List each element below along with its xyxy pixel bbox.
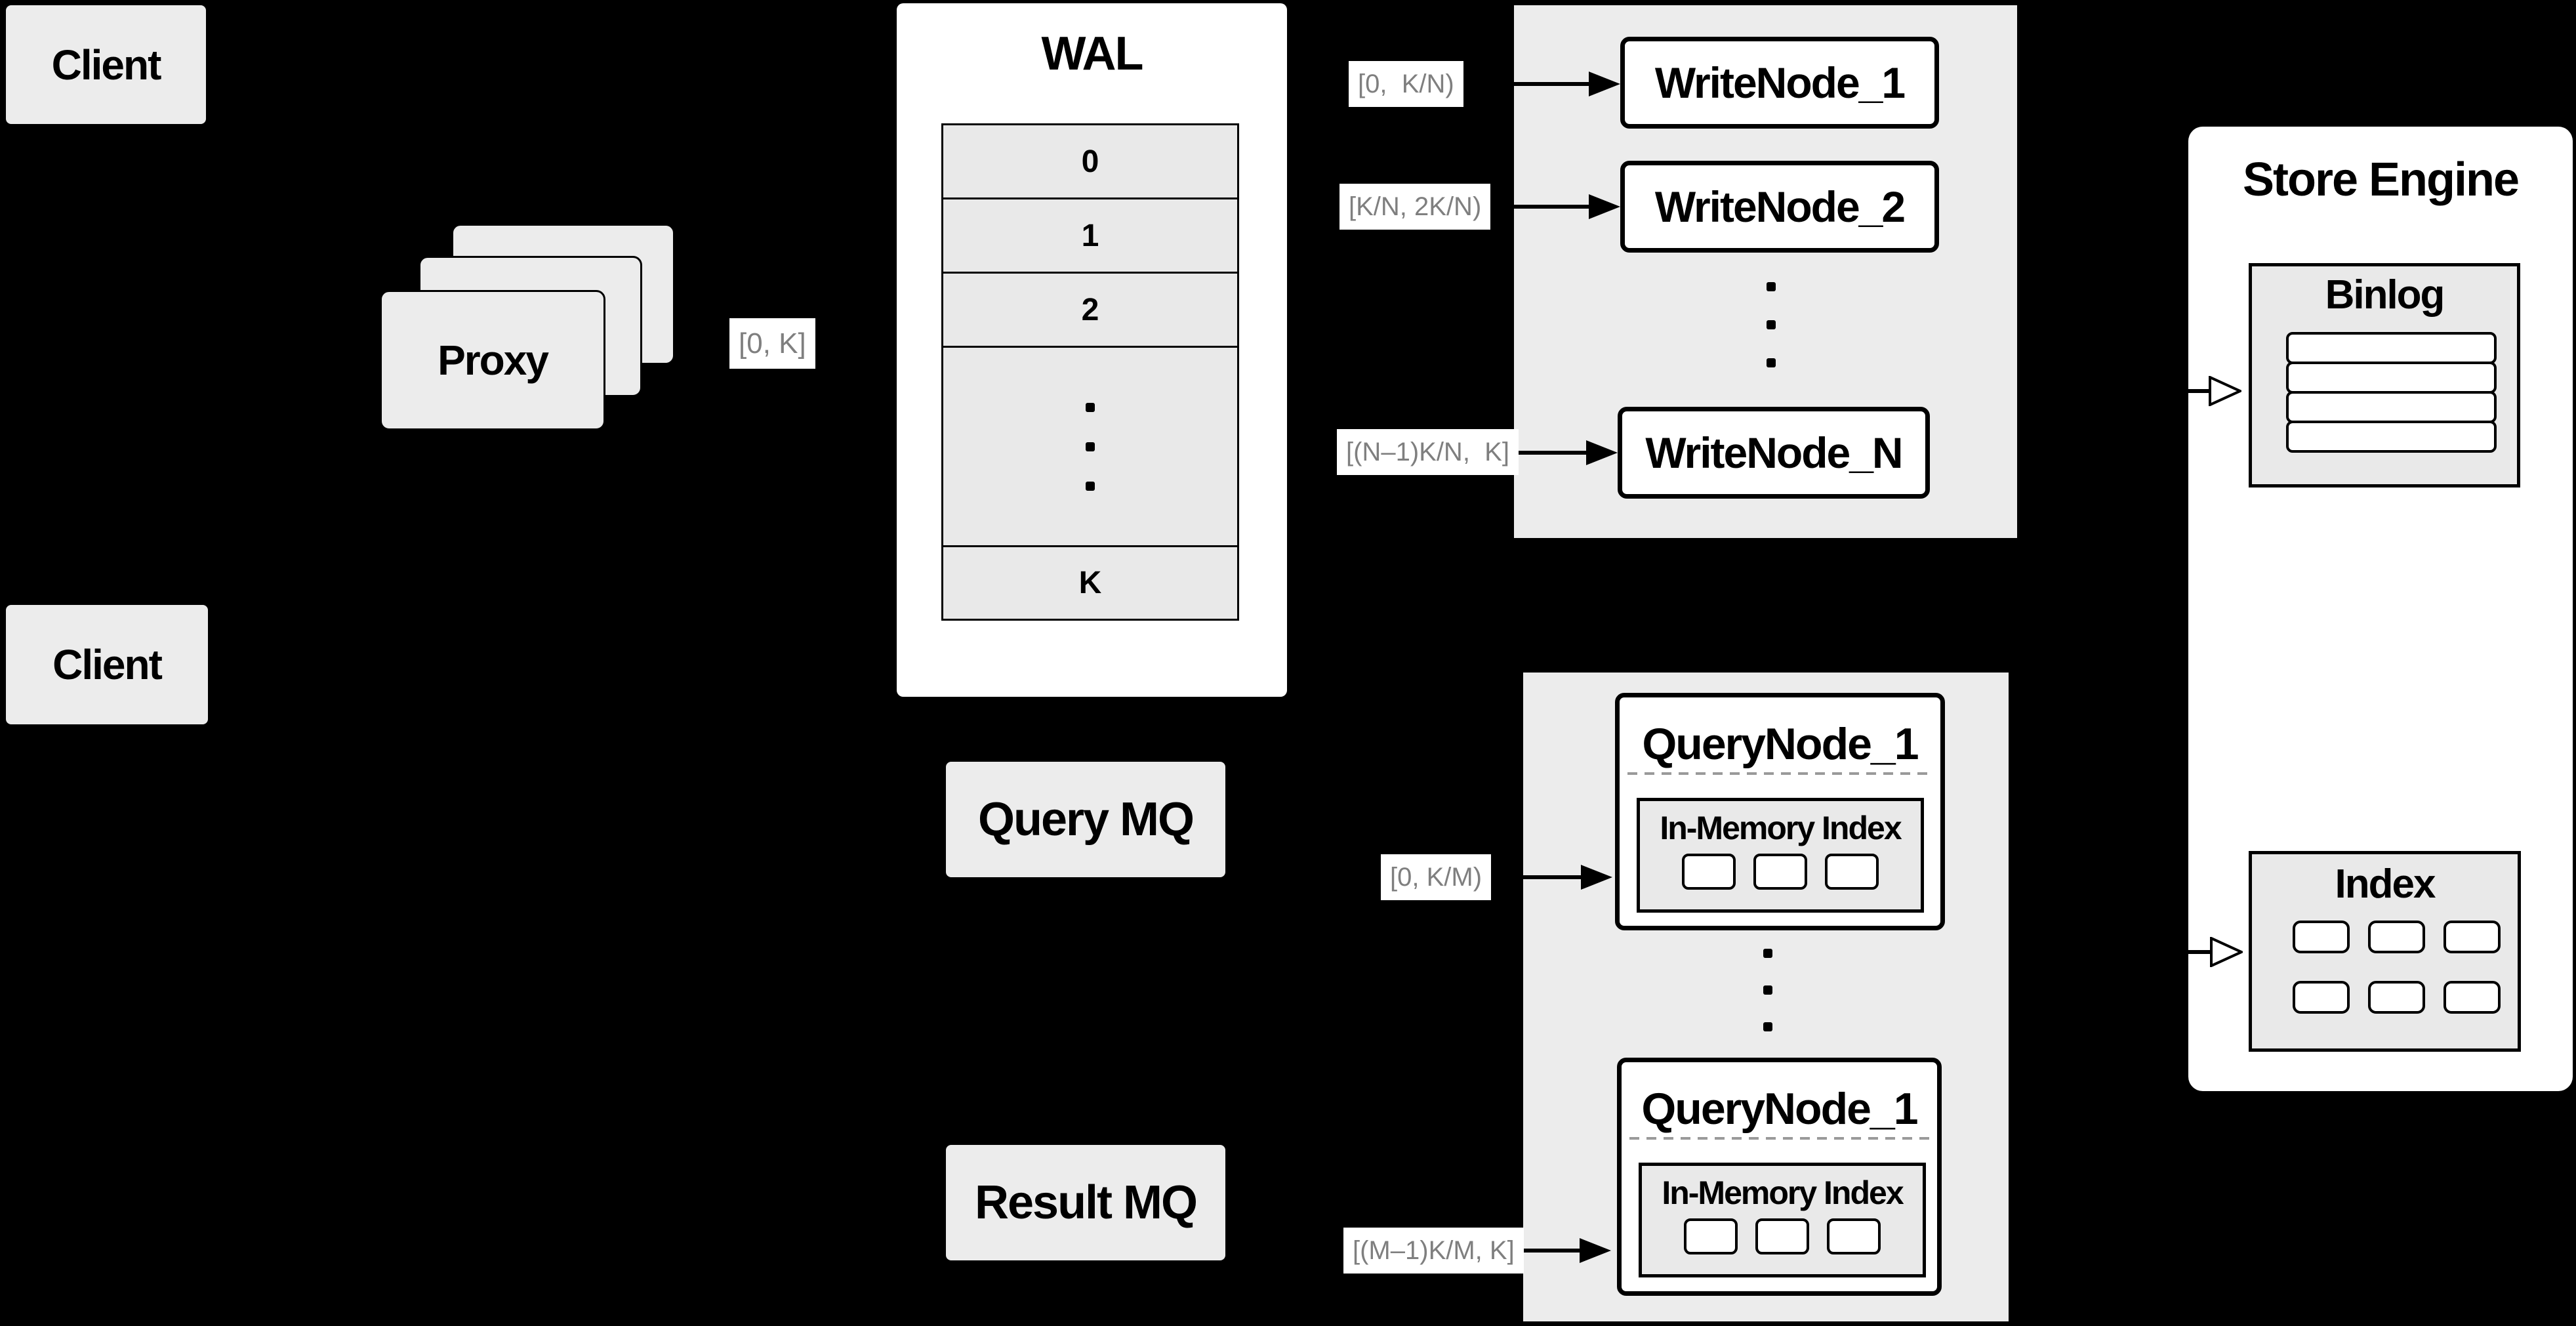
imi-cell [1825, 854, 1879, 890]
imi-cell [1755, 1218, 1809, 1254]
index-box: Index [2249, 851, 2521, 1052]
open-arrow-head-binlog [2209, 376, 2241, 406]
arrow-line-writenode-2 [1498, 205, 1590, 209]
store-engine-title: Store Engine [2242, 154, 2520, 206]
client-bottom-label: Client [52, 641, 163, 688]
writenode-1-box: WriteNode_1 [1620, 37, 1939, 129]
imi-cell [1682, 854, 1736, 890]
writenode-ellipsis [1767, 282, 1776, 367]
imi-top-cells [1640, 854, 1921, 890]
range-label-writenode-1: [0, K/N) [1349, 61, 1463, 107]
index-cell [2443, 921, 2501, 953]
open-arrow-head-index [2210, 937, 2243, 967]
ellipsis-dot [1086, 442, 1095, 451]
result-mq-box: Result MQ [946, 1145, 1225, 1260]
querynode-ellipsis [1763, 949, 1772, 1031]
client-top-label: Client [51, 41, 162, 89]
ellipsis-dot [1763, 1022, 1772, 1031]
arrow-head-querynode-bottom [1580, 1238, 1611, 1263]
in-memory-index-bottom-label: In-Memory Index [1662, 1174, 1904, 1211]
client-box-bottom: Client [6, 605, 208, 724]
writenode-1-label: WriteNode_1 [1654, 58, 1906, 107]
range-label-proxy-out: [0, K] [729, 318, 815, 369]
arrow-line-querynode-bottom [1505, 1249, 1581, 1253]
binlog-row [2286, 421, 2497, 453]
wal-title: WAL [1041, 28, 1144, 80]
in-memory-index-top-box: In-Memory Index [1637, 798, 1924, 913]
wal-row-ellipsis [941, 346, 1239, 547]
index-cell [2368, 981, 2425, 1014]
index-cell [2293, 981, 2350, 1014]
index-cell [2293, 921, 2350, 953]
querynode-top-label: QueryNode_1 [1642, 719, 1919, 769]
in-memory-index-top-label: In-Memory Index [1660, 810, 1902, 846]
arrow-line-index [2014, 950, 2212, 954]
binlog-row [2286, 362, 2497, 394]
query-mq-box: Query MQ [946, 762, 1225, 877]
arrow-head-writenode-1 [1589, 72, 1620, 96]
querynode-bottom-label: QueryNode_1 [1641, 1084, 1918, 1134]
index-cell [2368, 921, 2425, 953]
proxy-card-front: Proxy [380, 290, 605, 430]
range-label-writenode-n: [(N–1)K/N, K] [1337, 429, 1519, 475]
ellipsis-dot [1086, 481, 1095, 491]
imi-cell [1753, 854, 1807, 890]
ellipsis-dot [1767, 282, 1776, 291]
imi-cell [1827, 1218, 1881, 1254]
ellipsis-dot [1767, 320, 1776, 329]
binlog-rows [2286, 332, 2497, 453]
querynode-top-divider [1627, 772, 1932, 775]
result-mq-label: Result MQ [974, 1176, 1198, 1229]
wal-table: 0 1 2 K [941, 123, 1239, 621]
index-cell [2443, 981, 2501, 1014]
binlog-title: Binlog [2325, 272, 2445, 318]
wal-row-k: K [941, 545, 1239, 621]
arrow-line-querynode-top [1484, 875, 1582, 879]
wal-panel: WAL 0 1 2 K [897, 3, 1287, 697]
ellipsis-dot [1763, 949, 1772, 958]
arrow-head-writenode-2 [1589, 194, 1620, 219]
querynode-bottom-divider [1629, 1137, 1929, 1140]
range-label-querynode-bottom: [(M–1)K/M, K] [1343, 1228, 1524, 1274]
binlog-box: Binlog [2249, 263, 2520, 487]
index-title: Index [2335, 861, 2436, 907]
arrow-line-binlog [2020, 389, 2211, 393]
arrow-head-querynode-top [1581, 865, 1612, 890]
imi-bottom-cells [1642, 1218, 1923, 1254]
ellipsis-dot [1763, 985, 1772, 995]
ellipsis-dot [1086, 402, 1095, 412]
ellipsis-dot [1767, 358, 1776, 367]
imi-cell [1684, 1218, 1738, 1254]
client-box-top: Client [6, 5, 206, 124]
in-memory-index-bottom-box: In-Memory Index [1639, 1163, 1926, 1277]
writenode-n-label: WriteNode_N [1645, 428, 1903, 477]
binlog-row [2286, 332, 2497, 364]
arrow-line-writenode-n [1504, 451, 1587, 455]
querynode-top-box: QueryNode_1 In-Memory Index [1615, 693, 1945, 930]
arrow-head-writenode-n [1586, 440, 1618, 465]
wal-row-0: 0 [941, 123, 1239, 199]
writenode-n-box: WriteNode_N [1618, 407, 1930, 499]
binlog-row [2286, 391, 2497, 423]
proxy-label: Proxy [438, 337, 549, 384]
range-label-querynode-top: [0, K/M) [1381, 854, 1492, 900]
store-engine-panel: Store Engine Binlog Index [2188, 127, 2573, 1091]
range-label-writenode-2: [K/N, 2K/N) [1339, 184, 1491, 230]
query-mq-label: Query MQ [977, 793, 1195, 846]
querynode-bottom-box: QueryNode_1 In-Memory Index [1617, 1058, 1942, 1296]
writenode-2-label: WriteNode_2 [1654, 182, 1906, 231]
wal-row-1: 1 [941, 197, 1239, 274]
writenode-2-box: WriteNode_2 [1620, 161, 1939, 253]
wal-row-2: 2 [941, 272, 1239, 348]
arrow-line-writenode-1 [1476, 82, 1590, 86]
